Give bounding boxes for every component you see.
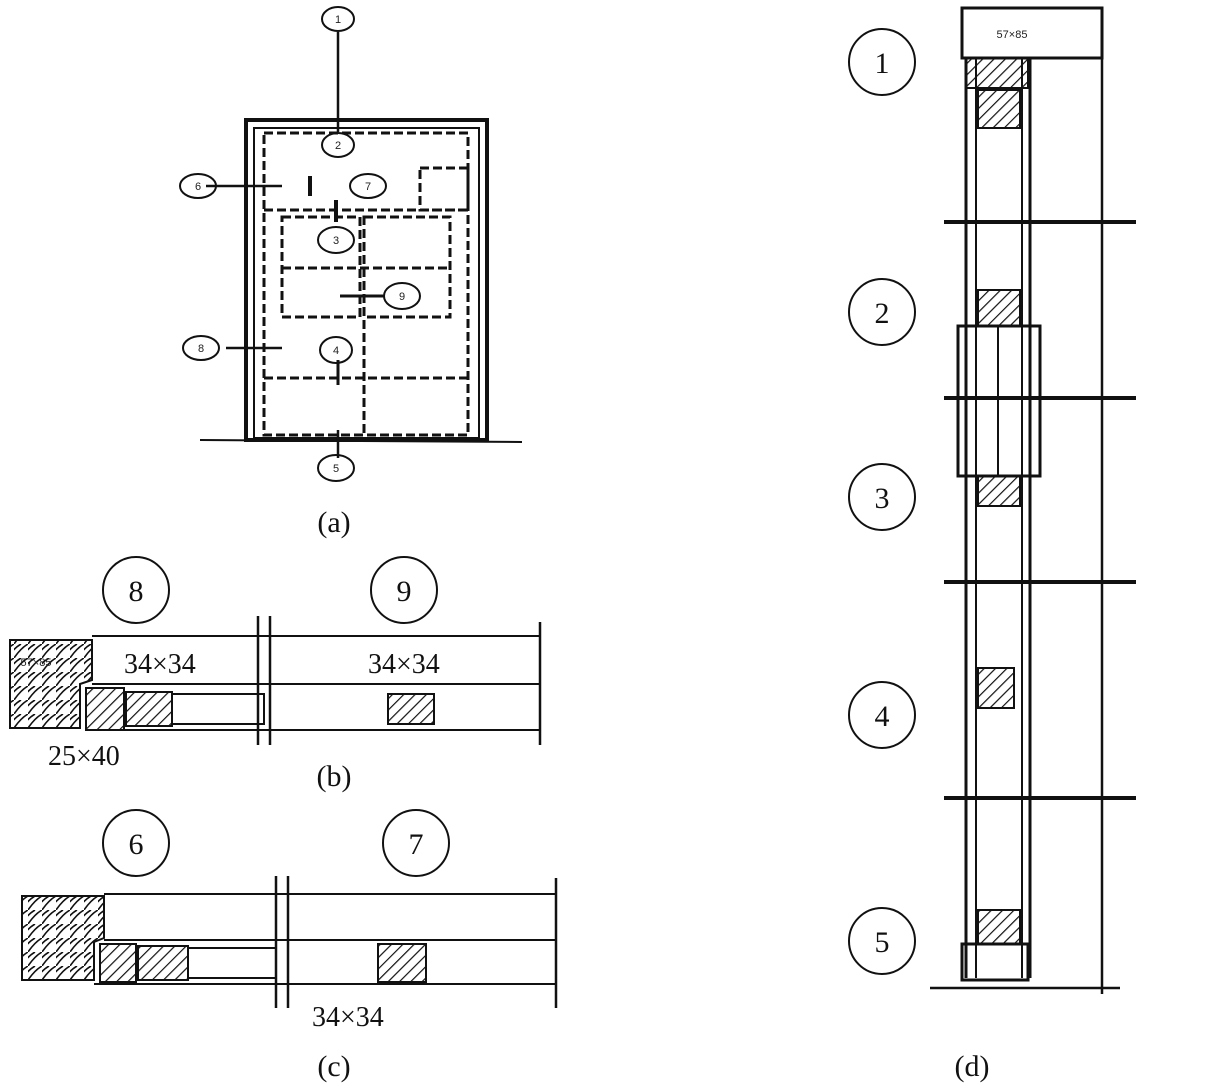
threshold-d	[960, 942, 1030, 982]
door-leaf-outline	[262, 131, 470, 437]
marker-a-4: 4	[319, 336, 353, 364]
mid-rail-d	[977, 289, 1021, 327]
svg-text:7: 7	[365, 181, 371, 193]
elevation-a: 1 2 7 6 3 9 8 4 5 (a)	[179, 6, 523, 539]
marker-d-5: 5	[848, 907, 916, 975]
svg-text:8: 8	[198, 343, 204, 355]
marker-a-3: 3	[317, 226, 355, 254]
rail-c	[137, 945, 189, 981]
rail-b-mid	[387, 693, 435, 725]
marker-a-5: 5	[317, 454, 355, 482]
marker-a-7: 7	[349, 173, 387, 199]
section-b: 8 9 57×85 34×34 34×34 25×40 (b)	[9, 556, 542, 793]
stile-b	[85, 687, 125, 731]
marker-a-1: 1	[321, 6, 355, 32]
dim-c-bar: 34×34	[312, 1002, 384, 1033]
marker-8: 8	[102, 556, 170, 624]
dim-b-mid: 34×34	[368, 649, 440, 680]
svg-text:9: 9	[397, 575, 412, 608]
top-small-panel	[418, 166, 470, 212]
section-c: 6 7 34×34 (c)	[21, 809, 558, 1083]
bar-c	[377, 943, 427, 983]
marker-7: 7	[382, 809, 450, 877]
marker-a-2: 2	[321, 132, 355, 158]
frame-b-size: 57×85	[21, 657, 52, 669]
door-frame-outer	[244, 118, 489, 442]
svg-text:7: 7	[409, 828, 424, 861]
upper-rail-d	[977, 89, 1021, 129]
section-d: 57×85 1 2 3 4 5 (d)	[848, 6, 1136, 1083]
svg-text:1: 1	[875, 47, 890, 80]
marker-a-9: 9	[383, 282, 421, 310]
marker-d-2: 2	[848, 278, 916, 346]
rail-b-left	[125, 691, 173, 727]
lower-rail-d	[977, 475, 1021, 507]
svg-text:6: 6	[195, 181, 201, 193]
svg-text:8: 8	[129, 575, 144, 608]
marker-d-3: 3	[848, 463, 916, 531]
caption-c: (c)	[317, 1050, 350, 1083]
stile-c	[99, 943, 137, 983]
svg-text:5: 5	[333, 463, 339, 475]
caption-d: (d)	[955, 1050, 990, 1083]
svg-text:2: 2	[875, 297, 890, 330]
head-frame-d-size: 57×85	[997, 29, 1028, 41]
dim-b-rail: 34×34	[124, 649, 196, 680]
svg-text:1: 1	[335, 14, 341, 26]
marker-a-8: 8	[182, 335, 220, 361]
door-frame-inner	[253, 127, 480, 439]
top-rail-d	[965, 57, 1029, 89]
caption-a: (a)	[317, 506, 350, 539]
pane-upper-right	[362, 215, 452, 319]
marker-6: 6	[102, 809, 170, 877]
marker-a-6: 6	[179, 173, 217, 199]
svg-text:2: 2	[335, 140, 341, 152]
bottom-rail-d	[977, 909, 1021, 945]
frame-b	[9, 639, 93, 729]
glass-b-left	[171, 693, 265, 725]
svg-text:4: 4	[875, 700, 890, 733]
dim-b-frame: 25×40	[48, 741, 120, 772]
marker-9: 9	[370, 556, 438, 624]
panel-bar-d	[977, 667, 1015, 709]
caption-b: (b)	[317, 760, 352, 793]
head-frame-d	[960, 6, 1104, 60]
svg-text:9: 9	[399, 291, 405, 303]
frame-c	[21, 895, 105, 981]
marker-d-4: 4	[848, 681, 916, 749]
glass-c	[187, 947, 277, 979]
svg-text:4: 4	[333, 345, 339, 357]
svg-text:6: 6	[129, 828, 144, 861]
svg-text:5: 5	[875, 926, 890, 959]
svg-text:3: 3	[875, 482, 890, 515]
marker-d-1: 1	[848, 28, 916, 96]
svg-text:3: 3	[333, 235, 339, 247]
